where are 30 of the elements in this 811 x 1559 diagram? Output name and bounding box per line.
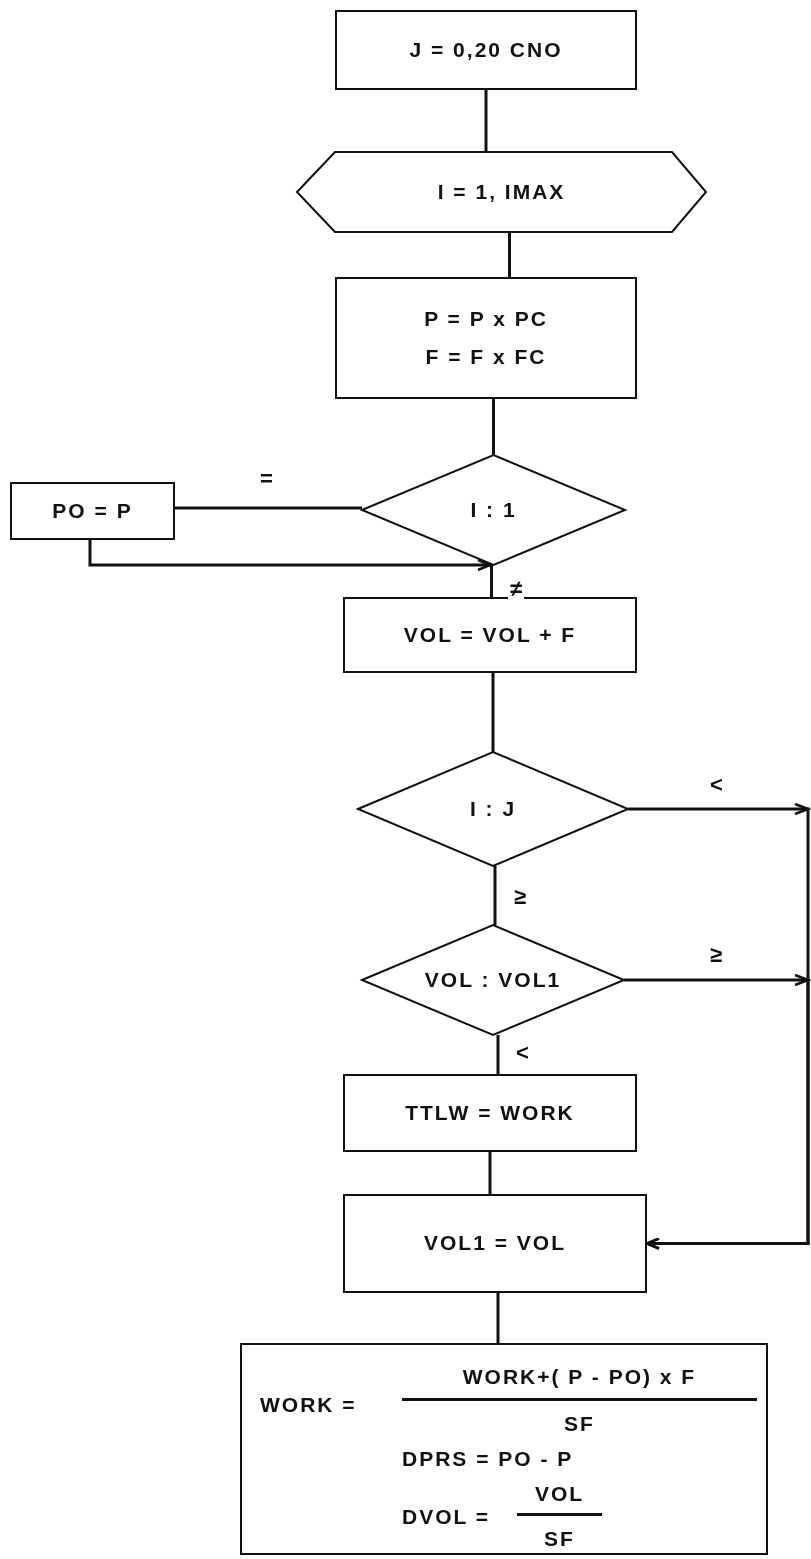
formula-text: WORK+( P - PO) x F	[461, 1364, 698, 1390]
edge-label: ≠	[508, 578, 525, 600]
formula-text: VOL	[533, 1481, 586, 1507]
process-box	[343, 1194, 647, 1293]
decision-diamond	[358, 752, 628, 866]
node-label: VOL = VOL + F	[403, 621, 577, 648]
node-label: I : J	[469, 795, 517, 822]
formula-text: DVOL =	[402, 1504, 491, 1530]
node-label: J = 0,20 CNO	[409, 36, 563, 63]
formula-text: SF	[563, 1411, 596, 1437]
process-box	[10, 482, 175, 540]
decision-diamond	[362, 455, 625, 565]
process-box	[343, 597, 637, 673]
process-box	[335, 277, 637, 399]
node-label: TTLW = WORK	[405, 1099, 575, 1126]
node-label: PO = P	[52, 497, 133, 524]
process-box	[335, 10, 637, 90]
node-label: P = P x PC	[424, 305, 548, 332]
node-label: VOL1 = VOL	[424, 1230, 566, 1257]
process-box	[343, 1074, 637, 1152]
node-label: F = F x FC	[425, 344, 547, 370]
formula-text: SF	[543, 1526, 576, 1552]
node-label: I = 1, IMAX	[437, 178, 566, 205]
formula-text: WORK =	[260, 1392, 357, 1418]
formula-text: DPRS = PO - P	[402, 1446, 574, 1472]
node-label: VOL : VOL1	[424, 966, 562, 993]
node-label: I : 1	[470, 496, 517, 523]
loop-hexagon	[297, 152, 706, 232]
formula-box	[240, 1343, 768, 1555]
decision-diamond	[362, 925, 624, 1035]
